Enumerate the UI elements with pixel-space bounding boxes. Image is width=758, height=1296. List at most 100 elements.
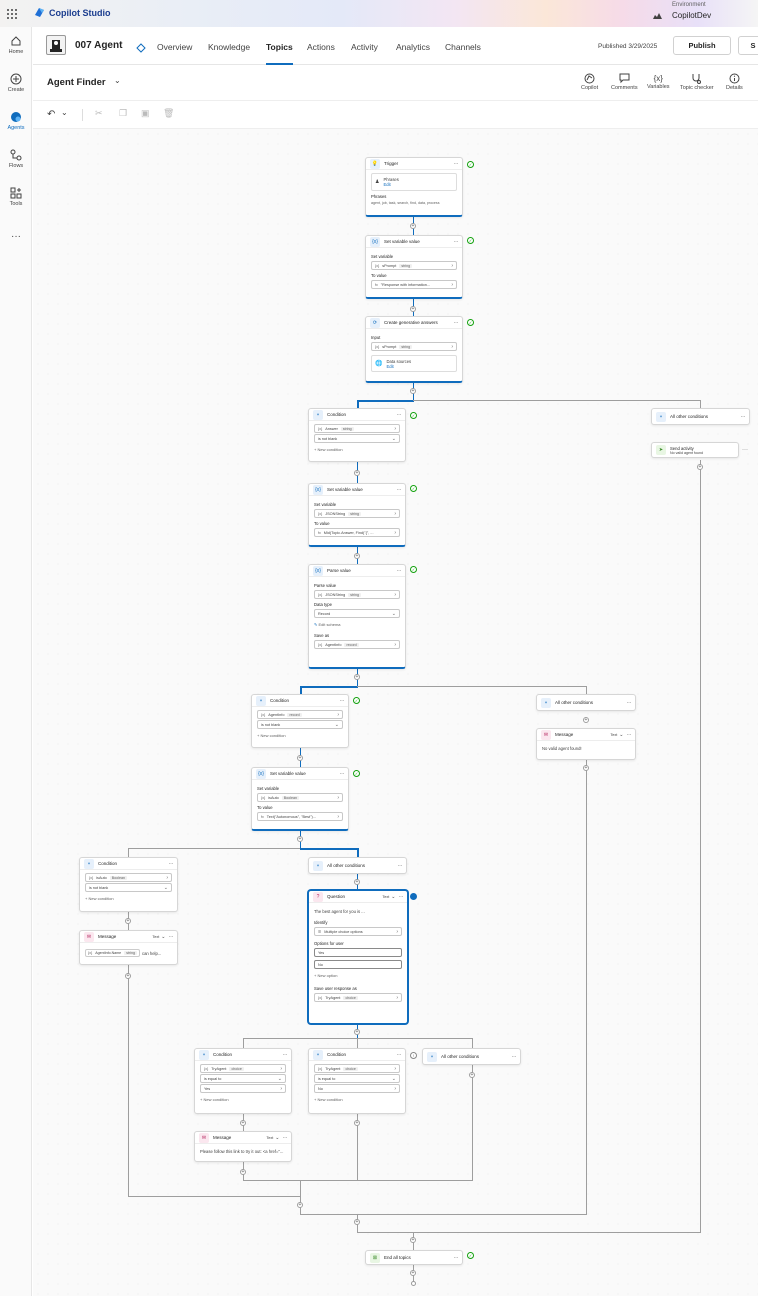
all-other-conditions-node[interactable]: ⑂All other conditions···: [651, 408, 750, 425]
more-options-icon[interactable]: ···: [396, 567, 402, 574]
edit-link[interactable]: Edit: [383, 182, 391, 187]
chevron-down-icon[interactable]: ⌄: [114, 76, 121, 85]
more-options-icon[interactable]: ···: [396, 1051, 402, 1058]
rail-flows[interactable]: Flows: [0, 149, 32, 169]
add-node-button[interactable]: +: [240, 1169, 246, 1175]
more-options-icon[interactable]: ···: [282, 1134, 288, 1141]
add-node-button[interactable]: +: [354, 674, 360, 680]
add-node-button[interactable]: +: [410, 306, 416, 312]
generative-answers-node[interactable]: ⟳Create generative answers··· Input {x}s…: [365, 316, 463, 383]
add-node-button[interactable]: +: [410, 1237, 416, 1243]
tab-analytics[interactable]: Analytics: [396, 42, 431, 52]
chevron-down-icon[interactable]: ⌄: [619, 731, 624, 738]
add-node-button[interactable]: +: [297, 755, 303, 761]
new-option-button[interactable]: + New option: [314, 973, 338, 978]
data-type-dropdown[interactable]: Record⌄: [314, 609, 400, 618]
tab-channels[interactable]: Channels: [445, 42, 481, 52]
comments-tool[interactable]: Comments: [611, 73, 638, 91]
copilot-tool[interactable]: Copilot: [581, 73, 598, 91]
condition-value[interactable]: Yes›: [200, 1084, 286, 1093]
add-node-button[interactable]: +: [410, 388, 416, 394]
condition-operator[interactable]: is not blank⌄: [314, 434, 400, 443]
environment-name[interactable]: CopilotDev: [672, 11, 712, 20]
value-field[interactable]: fx"Response with information...›: [371, 280, 457, 289]
topic-name[interactable]: Agent Finder: [47, 77, 106, 88]
more-options-icon[interactable]: ···: [740, 413, 746, 420]
all-other-conditions-node[interactable]: ⑂All other conditions···: [422, 1048, 521, 1065]
more-options-icon[interactable]: ···: [282, 1051, 288, 1058]
new-condition-button[interactable]: + New condition: [85, 896, 114, 901]
chevron-down-icon[interactable]: ⌄: [391, 893, 396, 900]
add-node-button[interactable]: +: [125, 973, 131, 979]
publish-button[interactable]: Publish: [673, 36, 731, 55]
more-options-icon[interactable]: ···: [511, 1053, 517, 1060]
tab-activity[interactable]: Activity: [351, 42, 378, 52]
parse-value-node[interactable]: {x}Parse value··· Parse value {x}JSONStr…: [308, 564, 406, 669]
add-node-button[interactable]: +: [469, 1072, 475, 1078]
new-condition-button[interactable]: + New condition: [200, 1097, 229, 1102]
app-title[interactable]: Copilot Studio: [49, 8, 111, 18]
more-options-icon[interactable]: ···: [626, 731, 632, 738]
authoring-canvas[interactable]: [33, 129, 758, 1296]
condition-operator[interactable]: is equal to⌄: [314, 1074, 400, 1083]
more-options-icon[interactable]: ···: [626, 699, 632, 706]
option-input[interactable]: No: [314, 960, 402, 969]
edit-schema-button[interactable]: ✎ Edit schema: [314, 622, 400, 627]
more-options-icon[interactable]: ···: [168, 933, 174, 940]
add-node-button[interactable]: +: [354, 1120, 360, 1126]
agent-avatar[interactable]: [46, 35, 66, 55]
variables-tool[interactable]: {x} Variables: [647, 73, 670, 90]
more-options-icon[interactable]: ···: [396, 486, 402, 493]
condition-operator[interactable]: is equal to⌄: [200, 1074, 286, 1083]
more-icon[interactable]: ···: [11, 231, 21, 242]
cut-icon[interactable]: ✂: [95, 108, 103, 118]
chevron-down-icon[interactable]: ⌄: [275, 1134, 280, 1141]
paste-icon[interactable]: ▣: [141, 108, 150, 118]
new-condition-button[interactable]: + New condition: [314, 447, 343, 452]
add-node-button[interactable]: +: [297, 1202, 303, 1208]
copy-icon[interactable]: ❐: [119, 108, 128, 118]
undo-chevron-icon[interactable]: ⌄: [61, 108, 68, 117]
message-text[interactable]: can help...: [141, 950, 162, 956]
all-other-conditions-node[interactable]: ⑂All other conditions···: [536, 694, 636, 711]
more-options-icon[interactable]: ···: [339, 770, 345, 777]
more-options-icon[interactable]: ···: [396, 411, 402, 418]
more-options-icon[interactable]: ···: [453, 160, 459, 167]
message-type-badge[interactable]: Text: [610, 732, 618, 737]
add-node-button[interactable]: +: [354, 1219, 360, 1225]
set-variable-node[interactable]: {x}Set variable value··· Set variable {x…: [308, 483, 406, 547]
option-input[interactable]: Yes: [314, 948, 402, 957]
more-options-icon[interactable]: ···: [168, 860, 174, 867]
more-options-icon[interactable]: ···: [453, 1254, 459, 1261]
message-text[interactable]: Please follow this link to try it out: <…: [200, 1149, 284, 1154]
more-options-icon[interactable]: ···: [398, 893, 404, 900]
add-node-button[interactable]: +: [583, 765, 589, 771]
new-condition-button[interactable]: + New condition: [257, 733, 286, 738]
settings-button[interactable]: S: [738, 36, 758, 55]
condition-operator[interactable]: is not blank⌄: [257, 720, 343, 729]
identify-picker[interactable]: ☰Multiple choice options›: [314, 927, 402, 936]
all-other-conditions-node[interactable]: ⑂All other conditions···: [308, 857, 407, 874]
rail-home[interactable]: Home: [0, 35, 32, 55]
tab-topics[interactable]: Topics: [266, 42, 293, 65]
rail-tools[interactable]: Tools: [0, 187, 32, 207]
more-options-icon[interactable]: ···: [339, 697, 345, 704]
topic-checker-tool[interactable]: Topic checker: [680, 73, 714, 91]
more-options-icon[interactable]: ···: [397, 862, 403, 869]
